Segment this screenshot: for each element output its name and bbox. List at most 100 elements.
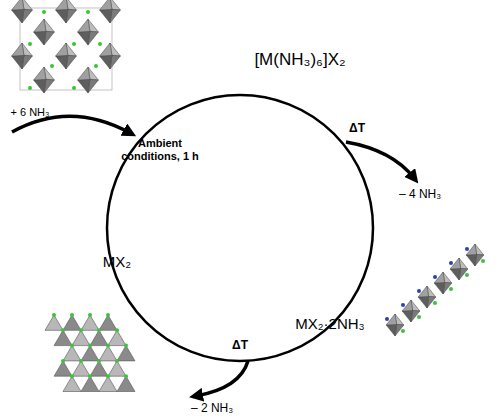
octahedron-face bbox=[34, 31, 46, 45]
atom bbox=[417, 315, 421, 319]
compound-label: [M(NH₃)₆]X₂ bbox=[254, 50, 345, 70]
atom bbox=[433, 301, 437, 305]
atom bbox=[52, 313, 56, 317]
atom bbox=[72, 42, 76, 46]
atom bbox=[28, 86, 32, 90]
atom bbox=[94, 64, 98, 68]
atom bbox=[61, 328, 65, 332]
layer-face bbox=[63, 376, 81, 391]
octahedron-face bbox=[12, 55, 24, 69]
atom bbox=[401, 303, 405, 307]
atom bbox=[79, 359, 83, 363]
octahedron-face bbox=[56, 43, 68, 56]
atom bbox=[42, 10, 46, 14]
layer-face bbox=[117, 376, 135, 391]
atom bbox=[433, 275, 437, 279]
atom bbox=[449, 261, 453, 265]
condition-label: Ambient conditions, 1 h bbox=[120, 137, 200, 162]
octahedron-face bbox=[12, 9, 24, 23]
atom bbox=[106, 313, 110, 317]
chain-structure bbox=[385, 244, 485, 336]
layer-face bbox=[108, 330, 126, 345]
octahedron-face bbox=[100, 9, 112, 23]
layer-face bbox=[99, 315, 117, 330]
ammonia-label: + 6 NH₃ bbox=[10, 106, 49, 119]
octahedron-face bbox=[386, 324, 396, 336]
ammonia-label: – 2 NH₃ bbox=[191, 402, 233, 416]
ammonia-label: – 4 NH₃ bbox=[399, 188, 441, 202]
octahedron-face bbox=[418, 296, 428, 308]
layer-structure bbox=[45, 313, 135, 392]
atom bbox=[465, 247, 469, 251]
octahedron-face bbox=[34, 79, 46, 93]
condition-label: ΔT bbox=[232, 339, 248, 353]
layer-face bbox=[108, 361, 126, 376]
atom bbox=[465, 273, 469, 277]
atom bbox=[88, 313, 92, 317]
octahedron-face bbox=[78, 19, 90, 32]
layer-face bbox=[90, 361, 108, 376]
atom bbox=[86, 10, 90, 14]
octahedron-face bbox=[56, 55, 68, 69]
atom bbox=[97, 328, 101, 332]
atom bbox=[98, 42, 102, 46]
octahedron-face bbox=[34, 19, 46, 32]
atom bbox=[385, 317, 389, 321]
atom bbox=[401, 329, 405, 333]
octahedron-face bbox=[100, 55, 112, 69]
compound-label: MX₂ bbox=[103, 253, 131, 270]
atom bbox=[70, 344, 74, 348]
atom bbox=[124, 344, 128, 348]
atom bbox=[70, 374, 74, 378]
layer-face bbox=[90, 330, 108, 345]
octahedron-face bbox=[450, 268, 460, 280]
uptake-arrow bbox=[12, 116, 130, 133]
atom bbox=[61, 359, 65, 363]
layer-face bbox=[54, 330, 72, 345]
layer-face bbox=[72, 361, 90, 376]
layer-face bbox=[81, 315, 99, 330]
layer-face bbox=[99, 346, 117, 361]
atom bbox=[79, 328, 83, 332]
release-arrow bbox=[346, 142, 414, 178]
octahedron-face bbox=[56, 0, 68, 10]
atom bbox=[97, 359, 101, 363]
atom bbox=[124, 374, 128, 378]
octahedron-face bbox=[56, 9, 68, 23]
atom bbox=[417, 289, 421, 293]
atom bbox=[88, 344, 92, 348]
cycle-circle bbox=[107, 95, 373, 361]
hexammine-structure bbox=[12, 0, 121, 93]
condition-label: ΔT bbox=[349, 122, 365, 136]
layer-face bbox=[117, 346, 135, 361]
octahedron-face bbox=[12, 43, 24, 56]
atom bbox=[449, 287, 453, 291]
atom bbox=[106, 374, 110, 378]
atom bbox=[106, 344, 110, 348]
atom bbox=[70, 313, 74, 317]
octahedron-face bbox=[434, 282, 444, 294]
compound-label: MX₂·2NH₃ bbox=[295, 315, 364, 332]
layer-face bbox=[81, 346, 99, 361]
atom bbox=[115, 359, 119, 363]
atom bbox=[481, 259, 485, 263]
octahedron-face bbox=[78, 31, 90, 45]
atom bbox=[50, 64, 54, 68]
atom bbox=[72, 86, 76, 90]
octahedron-face bbox=[12, 0, 24, 10]
octahedron-face bbox=[78, 67, 90, 80]
layer-face bbox=[54, 361, 72, 376]
release-arrow bbox=[196, 361, 248, 396]
atom bbox=[88, 374, 92, 378]
layer-face bbox=[72, 330, 90, 345]
layer-face bbox=[63, 346, 81, 361]
layer-face bbox=[63, 315, 81, 330]
octahedron-face bbox=[466, 254, 476, 266]
layer-face bbox=[45, 315, 63, 330]
atom bbox=[115, 328, 119, 332]
octahedron-face bbox=[100, 0, 112, 10]
layer-face bbox=[99, 376, 117, 391]
layer-face bbox=[81, 376, 99, 391]
octahedron-face bbox=[402, 310, 412, 322]
